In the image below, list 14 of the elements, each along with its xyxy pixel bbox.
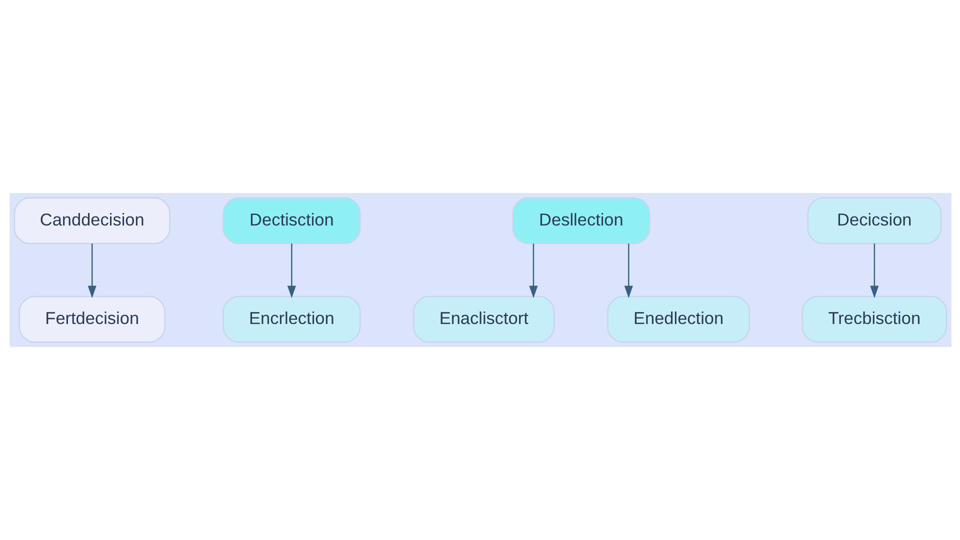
arrow [528, 244, 538, 298]
node-box: Decicsion [806, 197, 942, 244]
node-box: Dectisction [222, 197, 360, 244]
arrow [870, 244, 878, 298]
node-box: Enedlection [606, 296, 750, 343]
node-box: Desllection [512, 197, 650, 244]
node-box: Canddecision [13, 197, 170, 244]
node-box: Enaclisctort [412, 296, 554, 343]
arrow [286, 244, 296, 298]
node-box: Encrlection [222, 296, 360, 343]
arrow [87, 244, 96, 298]
arrow [624, 244, 632, 298]
node-box: Fertdecision [18, 296, 165, 343]
node-box: Trecbisction [801, 296, 947, 343]
